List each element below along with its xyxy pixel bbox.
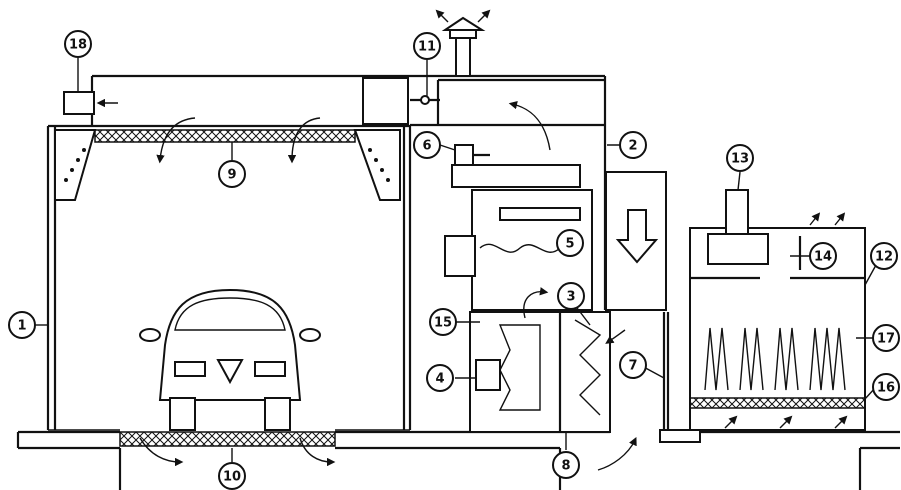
top-duct [90,74,607,310]
callout-circle [218,462,246,490]
callout-circle [426,364,454,392]
callout-6: 6 [413,131,441,159]
callout-circle [557,282,585,310]
callout-label: 8 [561,459,570,474]
airflow-arrows [96,98,848,471]
callout-4: 4 [426,364,454,392]
callout-12: 12 [870,242,898,270]
fan-housing [469,311,611,433]
callout-label: 1 [17,319,26,334]
callout-18: 18 [64,30,92,58]
callout-circle [872,373,900,401]
callout-circle [413,32,441,60]
callout-10: 10 [218,462,246,490]
callout-label: 13 [731,152,749,167]
callout-circle [619,131,647,159]
callout-circle [556,229,584,257]
car [139,288,321,431]
callout-circle [413,131,441,159]
callout-circle [8,311,36,339]
callout-label: 7 [628,359,637,374]
control-box [63,91,95,115]
chimney [435,9,491,77]
callout-13: 13 [726,144,754,172]
callout-label: 9 [227,168,236,183]
callout-8: 8 [552,451,580,479]
callout-circle [552,451,580,479]
callout-9: 9 [218,160,246,188]
callout-circle [64,30,92,58]
ceiling-filter [94,129,356,143]
filter-wall [662,312,670,432]
air-handling-unit [659,189,866,443]
callout-3: 3 [557,282,585,310]
corner-lights [54,129,401,201]
callout-label: 15 [434,316,452,331]
callout-11: 11 [413,32,441,60]
booth-cabin [46,124,412,431]
callout-circle [429,308,457,336]
floor-grating [119,431,336,447]
callout-label: 4 [435,372,444,387]
callout-15: 15 [429,308,457,336]
callout-circle [870,242,898,270]
callout-label: 16 [877,381,895,396]
callout-label: 12 [875,250,893,265]
callout-circle [218,160,246,188]
callout-14: 14 [809,242,837,270]
callout-label: 2 [628,139,637,154]
callout-7: 7 [619,351,647,379]
callout-5: 5 [556,229,584,257]
callout-circle [809,242,837,270]
callout-label: 18 [69,38,87,53]
callout-circle [726,144,754,172]
callout-label: 5 [565,237,574,252]
callout-label: 14 [814,250,832,265]
callout-1: 1 [8,311,36,339]
supply-duct [605,171,667,311]
callout-17: 17 [872,324,900,352]
callout-label: 17 [877,332,895,347]
callout-circle [872,324,900,352]
callout-label: 6 [422,139,431,154]
callout-label: 10 [223,470,241,485]
callout-circle [619,351,647,379]
callout-label: 11 [418,40,436,55]
callout-2: 2 [619,131,647,159]
callout-16: 16 [872,373,900,401]
callout-label: 3 [566,290,575,305]
